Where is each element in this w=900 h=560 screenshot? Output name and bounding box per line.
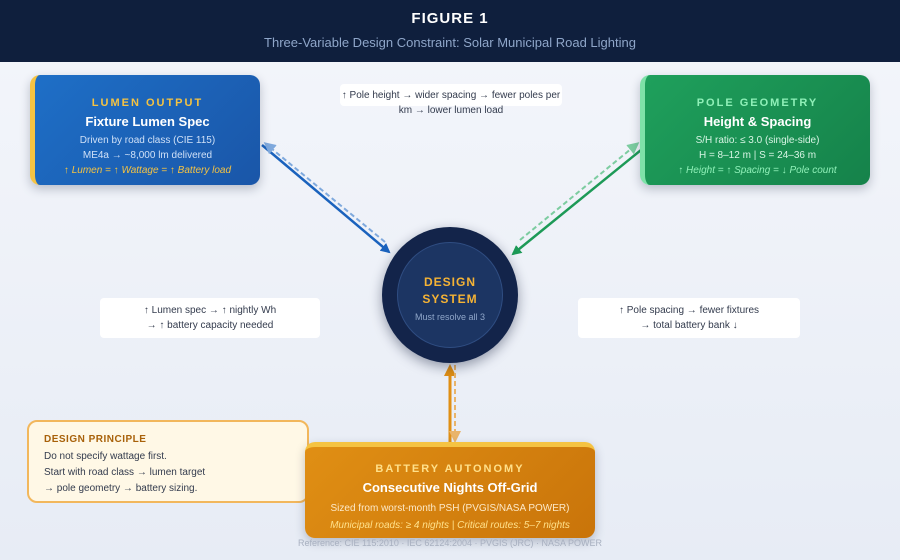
- link-note-left-line-2: → ↑ battery capacity needed: [146, 320, 274, 331]
- figure-subtitle: Three-Variable Design Constraint: Solar …: [264, 35, 636, 50]
- battery-note: Municipal roads: ≥ 4 nights | Critical r…: [330, 520, 570, 531]
- principle-line-3: → pole geometry → battery sizing.: [44, 483, 198, 494]
- principle-line-2: Start with road class → lumen target: [44, 467, 206, 478]
- link-note-right-line-2: → total battery bank ↓: [640, 320, 738, 331]
- arrow-center-to-lumen: [263, 142, 386, 243]
- arrow-pole-to-center: [511, 149, 642, 256]
- lumen-note: ↑ Lumen = ↑ Wattage = ↑ Battery load: [63, 165, 232, 176]
- design-system-title-line-2: SYSTEM: [422, 292, 478, 306]
- figure-title: FIGURE 1: [411, 10, 489, 27]
- pole-line-2: H = 8–12 m | S = 24–36 m: [698, 150, 817, 161]
- principle-heading: DESIGN PRINCIPLE: [44, 434, 147, 445]
- design-system-subtitle: Must resolve all 3: [414, 312, 486, 322]
- design-system-title: DESIGN SYSTEM: [398, 274, 502, 308]
- battery-kicker: BATTERY AUTONOMY: [375, 463, 525, 475]
- pole-line-1: S/H ratio: ≤ 3.0 (single-side): [695, 135, 820, 146]
- battery-line-1: Sized from worst-month PSH (PVGIS/NASA P…: [330, 503, 570, 514]
- link-note-top: ↑ Pole height → wider spacing → fewer po…: [340, 84, 562, 116]
- arrow-center-to-pole: [519, 142, 640, 241]
- pole-geometry-box: POLE GEOMETRY Height & Spacing S/H ratio…: [640, 75, 870, 185]
- link-note-right: ↑ Pole spacing → fewer fixtures → total …: [578, 298, 800, 338]
- design-system-node: DESIGN SYSTEM Must resolve all 3: [382, 227, 518, 363]
- lumen-kicker: LUMEN OUTPUT: [91, 97, 204, 109]
- lumen-line-2: ME4a → ~8,000 lm delivered: [82, 150, 213, 161]
- lumen-title: Fixture Lumen Spec: [85, 114, 210, 129]
- figure-header: FIGURE 1 Three-Variable Design Constrain…: [0, 0, 900, 62]
- design-principle-callout: DESIGN PRINCIPLE Do not specify wattage …: [27, 420, 309, 503]
- lumen-line-1: Driven by road class (CIE 115): [79, 135, 216, 146]
- battery-autonomy-box: BATTERY AUTONOMY Consecutive Nights Off-…: [305, 442, 595, 538]
- design-system-title-line-1: DESIGN: [423, 275, 476, 289]
- pole-note: ↑ Height = ↑ Spacing = ↓ Pole count: [678, 165, 837, 176]
- link-note-left-line-1: ↑ Lumen spec → ↑ nightly Wh: [143, 305, 277, 316]
- pole-kicker: POLE GEOMETRY: [696, 97, 819, 109]
- principle-line-1: Do not specify wattage first.: [44, 451, 167, 462]
- reference-footnote: Reference: CIE 115:2010 · IEC 62124:2004…: [298, 538, 602, 548]
- link-note-left: ↑ Lumen spec → ↑ nightly Wh → ↑ battery …: [100, 298, 320, 338]
- pole-title: Height & Spacing: [703, 114, 812, 129]
- battery-title: Consecutive Nights Off-Grid: [362, 480, 538, 495]
- link-note-right-line-1: ↑ Pole spacing → fewer fixtures: [618, 305, 760, 316]
- lumen-output-box: LUMEN OUTPUT Fixture Lumen Spec Driven b…: [30, 75, 260, 185]
- arrow-lumen-to-center: [261, 144, 391, 254]
- design-system-inner: DESIGN SYSTEM Must resolve all 3: [397, 242, 503, 348]
